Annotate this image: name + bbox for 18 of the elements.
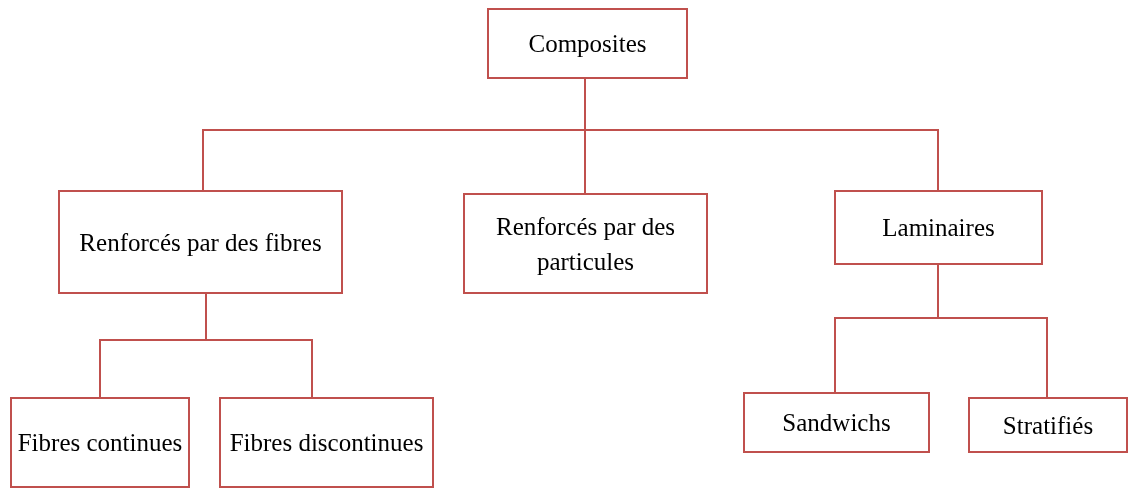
category-box [10, 397, 190, 488]
category-box [463, 193, 708, 294]
category-box [487, 8, 688, 79]
category-label: Laminaires [882, 213, 995, 243]
category-label: Renforcés par des fibres [79, 227, 322, 258]
category-label: Fibres continues [17, 428, 183, 458]
category-box [58, 190, 343, 294]
category-label: Sandwichs [782, 408, 891, 438]
connector-line [937, 264, 1048, 398]
category-box [743, 392, 930, 453]
category-label: Composites [528, 29, 647, 59]
category-label: Stratifiés [1002, 410, 1094, 441]
category-box [834, 190, 1043, 265]
connector-line [205, 293, 313, 398]
category-label: Renforcés par des particules [494, 211, 677, 277]
category-label: Fibres discontinues [229, 428, 424, 458]
category-box [968, 397, 1128, 453]
category-box [219, 397, 434, 488]
